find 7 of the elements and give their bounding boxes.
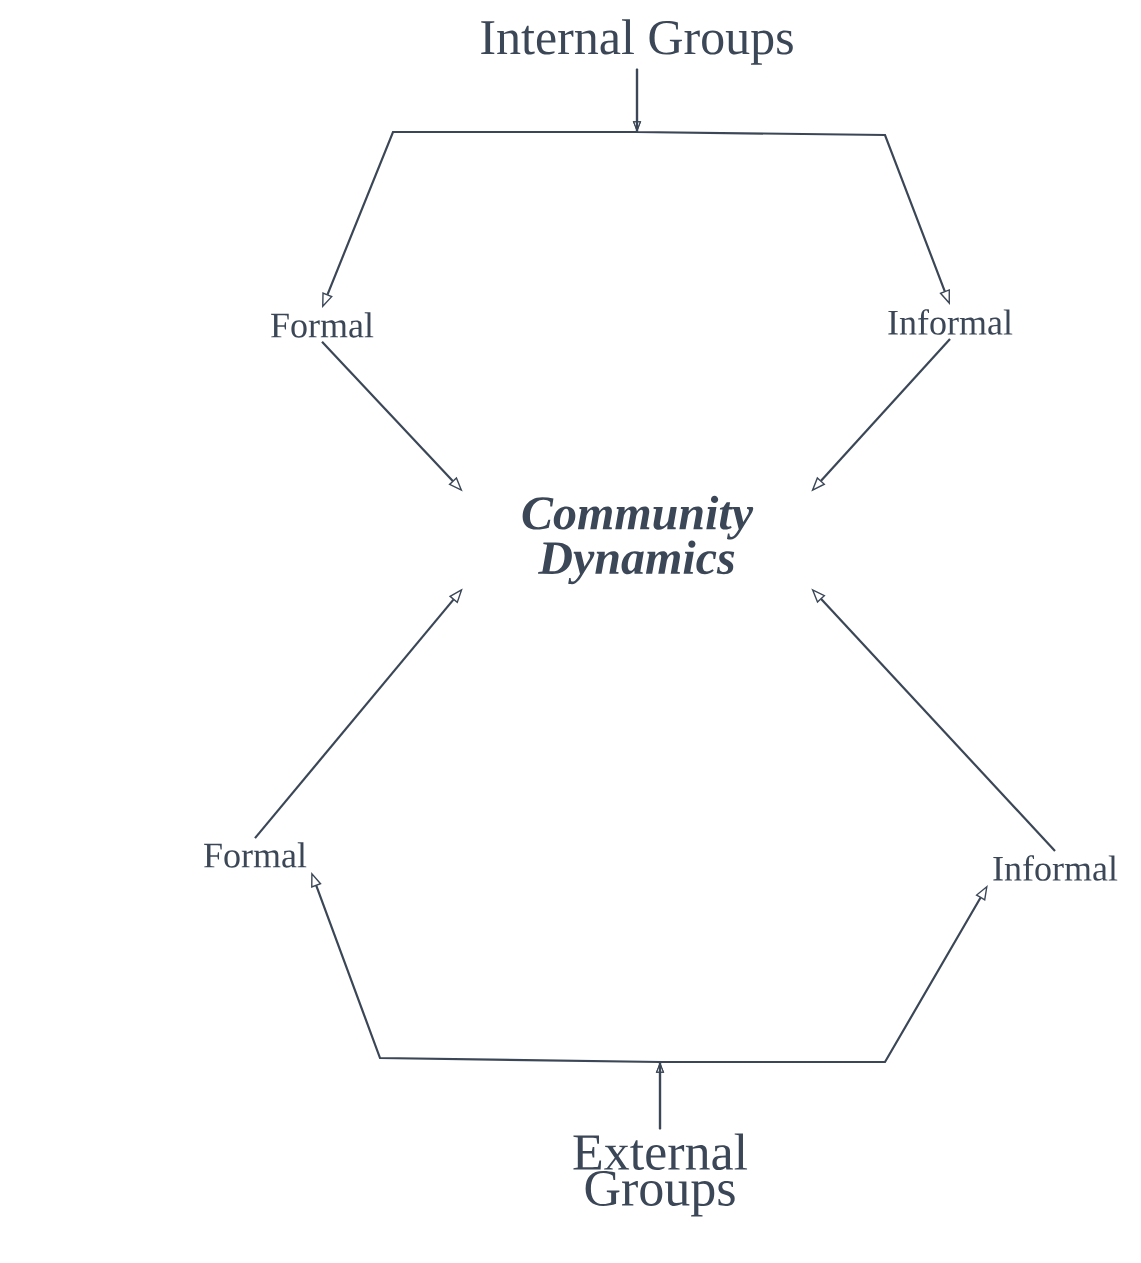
group-label: Formal xyxy=(271,312,374,338)
group-label: Informal xyxy=(888,309,1013,335)
group-label: Informal xyxy=(993,855,1118,881)
group-label: Formal xyxy=(204,842,307,868)
group-heading: Internal Groups xyxy=(481,19,793,65)
group-heading: External Groups xyxy=(573,1133,748,1217)
central-concept: Community Dynamics xyxy=(522,495,754,585)
